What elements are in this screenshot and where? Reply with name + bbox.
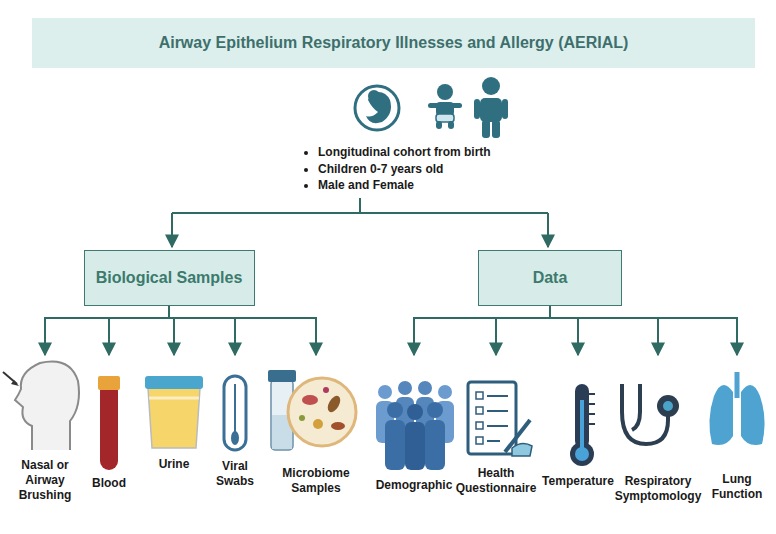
item-label: Urine [149,457,199,472]
category-label: Data [533,268,568,288]
sample-item: Viral Swabs [210,356,260,489]
cohort-note: Longitudinal cohort from birth [318,144,491,161]
urine-cup-icon [145,376,203,448]
fetus-icon [355,86,399,130]
sample-item: Respiratory Symptomology [610,356,706,504]
branch-bracket [172,198,548,247]
item-label: Nasal or Airway Brushing [14,458,76,503]
microbiome-icon [268,370,356,450]
item-label: Health Questionnaire [450,466,542,496]
cohort-note: Children 0-7 years old [318,161,491,178]
questionnaire-icon [468,382,532,456]
category-box: Biological Samples [84,250,255,306]
branch-arrow [169,306,316,355]
branch-arrow [169,306,235,355]
branch-arrow [550,306,658,355]
item-label: Respiratory Symptomology [610,474,706,504]
category-label: Biological Samples [96,268,243,288]
branch-arrow [550,306,737,355]
sample-item: Health Questionnaire [450,356,542,496]
viral-swab-icon [224,376,246,450]
sample-item: Blood [84,356,134,491]
nasal-brushing-icon [3,361,79,450]
blood-tube-icon [98,376,120,470]
item-label: Demographic [372,478,456,493]
lungs-icon [709,372,764,445]
item-label: Microbiome Samples [276,466,356,496]
category-box: Data [478,250,622,306]
sample-item: Urine [149,356,199,472]
people-icon [376,381,454,470]
sample-item: Temperature [539,356,617,489]
sample-item: Lung Function [709,356,765,502]
sample-item: Nasal or Airway Brushing [14,356,76,503]
branch-arrow [109,306,169,355]
item-label: Viral Swabs [210,459,260,489]
title: Airway Epithelium Respiratory Illnesses … [159,34,629,52]
stethoscope-icon [622,384,679,444]
cohort-note: Male and Female [318,177,491,194]
sample-item: Demographic [372,356,456,493]
cohort-list: Longitudinal cohort from birthChildren 0… [300,144,491,194]
branch-arrow [414,306,550,355]
baby-icon [428,84,462,129]
thermometer-icon [570,384,595,466]
item-label: Blood [84,476,134,491]
branch-arrow [496,306,550,355]
child-icon [474,77,508,138]
item-label: Temperature [539,474,617,489]
title-band: Airway Epithelium Respiratory Illnesses … [32,18,755,68]
item-label: Lung Function [709,472,765,502]
sample-item: Microbiome Samples [276,356,356,496]
branch-arrow [550,306,578,355]
branch-arrow [45,306,169,355]
